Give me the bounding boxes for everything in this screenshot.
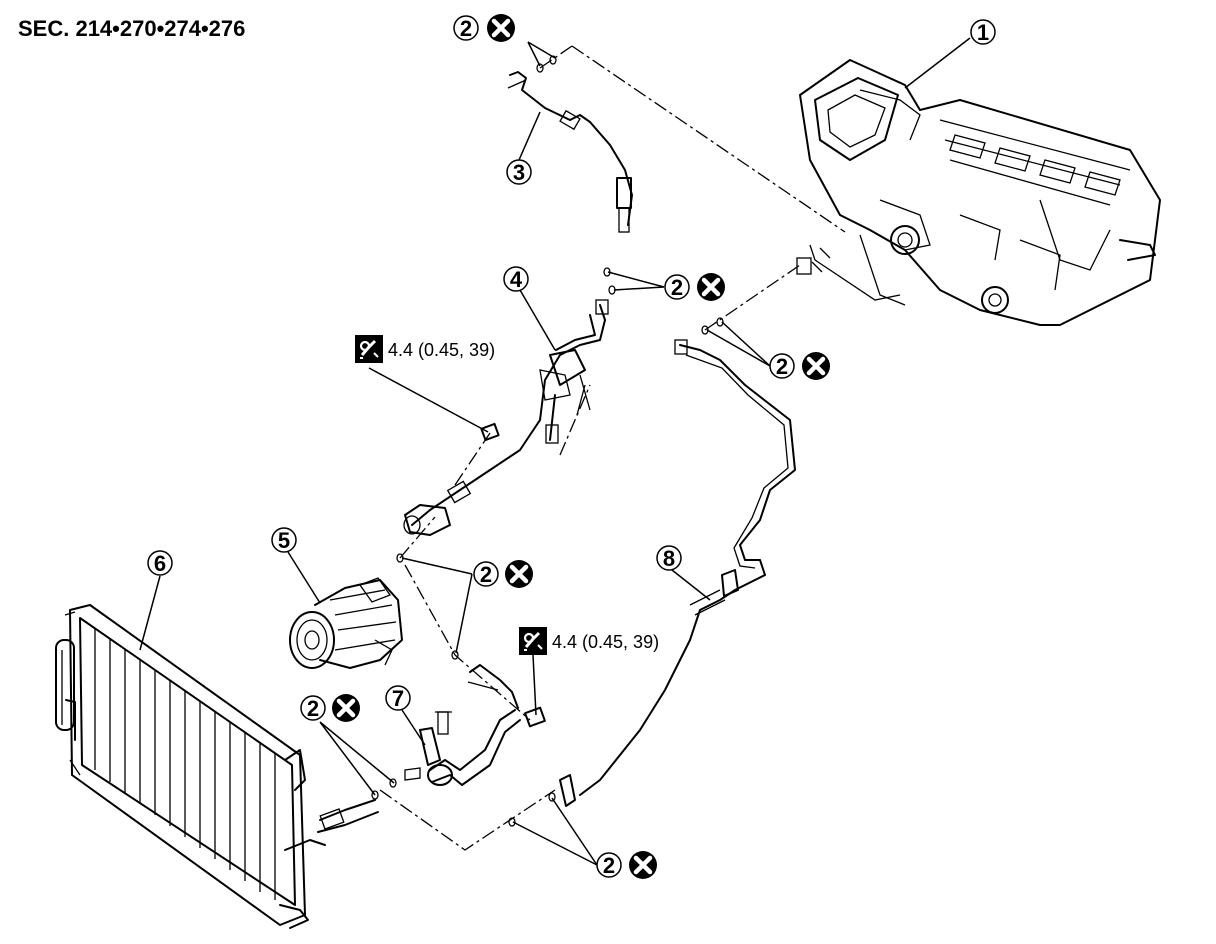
compressor xyxy=(289,577,403,669)
svg-text:2: 2 xyxy=(460,16,472,41)
low-pressure-hose-upper xyxy=(507,71,633,233)
svg-text:4.4 (0.45, 39): 4.4 (0.45, 39) xyxy=(552,632,659,652)
torque-wrench-icon xyxy=(517,625,549,657)
svg-text:2: 2 xyxy=(671,275,683,300)
callout-1: 1 xyxy=(970,19,996,45)
callouts: 1 3 4 5 6 7 8 2 xyxy=(147,14,996,879)
replace-icon xyxy=(802,352,830,380)
callout-2-top: 2 xyxy=(453,14,515,42)
svg-text:2: 2 xyxy=(480,562,492,587)
callout-2-upper-right: 2 xyxy=(664,273,725,301)
replace-icon xyxy=(629,851,657,879)
callout-2-left: 2 xyxy=(300,694,360,722)
torque-spec-upper: 4.4 (0.45, 39) xyxy=(353,333,495,365)
svg-text:8: 8 xyxy=(663,546,675,571)
svg-text:1: 1 xyxy=(977,20,989,45)
low-pressure-pipe-assembly xyxy=(403,299,609,536)
callout-2-right: 2 xyxy=(769,352,830,380)
callout-5: 5 xyxy=(271,527,297,553)
condenser xyxy=(55,604,326,929)
svg-text:4.4 (0.45, 39): 4.4 (0.45, 39) xyxy=(388,340,495,360)
callout-2-middle: 2 xyxy=(473,560,533,588)
callout-8: 8 xyxy=(656,545,682,571)
svg-text:2: 2 xyxy=(307,696,319,721)
svg-text:7: 7 xyxy=(392,686,404,711)
callout-3: 3 xyxy=(506,159,532,185)
high-pressure-pipe xyxy=(317,244,901,833)
replace-icon xyxy=(487,14,515,42)
connection-lines xyxy=(379,45,846,851)
callout-4: 4 xyxy=(503,266,529,292)
svg-text:3: 3 xyxy=(513,160,525,185)
section-reference: SEC. 214•270•274•276 xyxy=(18,16,245,41)
torque-spec-lower: 4.4 (0.45, 39) xyxy=(517,625,659,657)
svg-text:5: 5 xyxy=(278,528,290,553)
svg-text:4: 4 xyxy=(510,267,523,292)
svg-text:6: 6 xyxy=(154,551,166,576)
svg-text:2: 2 xyxy=(776,354,788,379)
o-rings xyxy=(371,55,724,827)
torque-wrench-icon xyxy=(353,333,385,365)
replace-icon xyxy=(697,273,725,301)
high-pressure-hose xyxy=(404,664,546,786)
callout-2-bottom: 2 xyxy=(596,851,657,879)
svg-text:2: 2 xyxy=(603,853,615,878)
replace-icon xyxy=(505,560,533,588)
heater-cooling-unit xyxy=(799,59,1161,326)
callout-6: 6 xyxy=(147,550,173,576)
replace-icon xyxy=(332,694,360,722)
callout-7: 7 xyxy=(385,685,411,711)
leader-lines xyxy=(139,37,971,866)
